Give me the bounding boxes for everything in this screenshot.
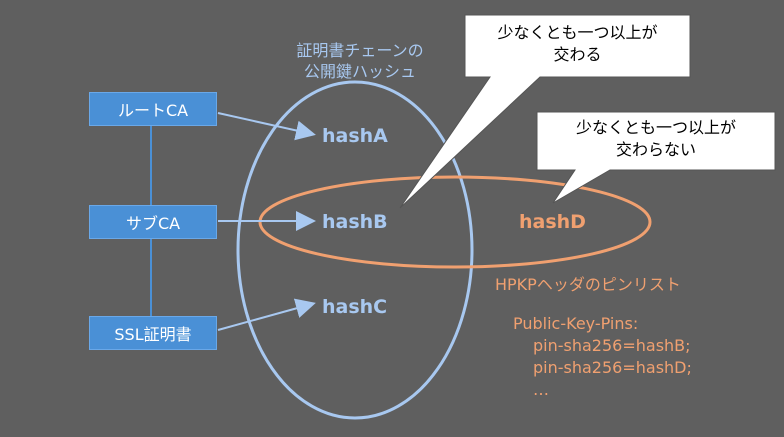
chain-label-line1: 証明書チェーンの <box>296 41 424 60</box>
header-line2: pin-sha256=hashB; <box>533 336 691 355</box>
header-line1: Public-Key-Pins: <box>513 314 639 333</box>
callout-intersect-text: 少なくとも一つ以上が 交わる <box>467 22 688 66</box>
callout-intersect-line2: 交わる <box>553 45 602 64</box>
sub-ca-label: サブCA <box>125 214 181 233</box>
callout-no-intersect-line2: 交わらない <box>615 140 696 159</box>
hpkp-header: Public-Key-Pins: pin-sha256=hashB; pin-s… <box>513 313 692 401</box>
callout-no-intersect-bubble <box>536 111 776 204</box>
chain-label-line2: 公開鍵ハッシュ <box>303 62 416 81</box>
hash-b: hashB <box>322 211 388 233</box>
callout-no-intersect-text: 少なくとも一つ以上が 交わらない <box>539 117 773 161</box>
chain-label: 証明書チェーンの 公開鍵ハッシュ <box>270 40 450 82</box>
root-ca-label: ルートCA <box>117 101 189 120</box>
callout-no-intersect-line1: 少なくとも一つ以上が <box>575 118 736 137</box>
hash-d: hashD <box>519 211 586 233</box>
pin-list-label: HPKPヘッダのピンリスト <box>495 275 681 294</box>
hash-c: hashC <box>322 296 388 318</box>
arrow-ssl-to-hashC <box>217 298 316 331</box>
sub-ca-box: サブCA <box>89 205 217 239</box>
ssl-cert-label: SSL証明書 <box>114 325 192 344</box>
root-ca-box: ルートCA <box>89 92 217 126</box>
header-line4: … <box>533 380 549 399</box>
pin-list-ellipse <box>258 175 652 269</box>
header-line3: pin-sha256=hashD; <box>533 358 692 377</box>
hash-a: hashA <box>322 125 388 147</box>
ssl-cert-box: SSL証明書 <box>89 316 217 350</box>
arrow-root-to-hashA <box>217 112 316 141</box>
callout-intersect-bubble <box>399 14 691 209</box>
callout-intersect-line1: 少なくとも一つ以上が <box>497 23 658 42</box>
chain-hash-ellipse <box>236 80 474 420</box>
